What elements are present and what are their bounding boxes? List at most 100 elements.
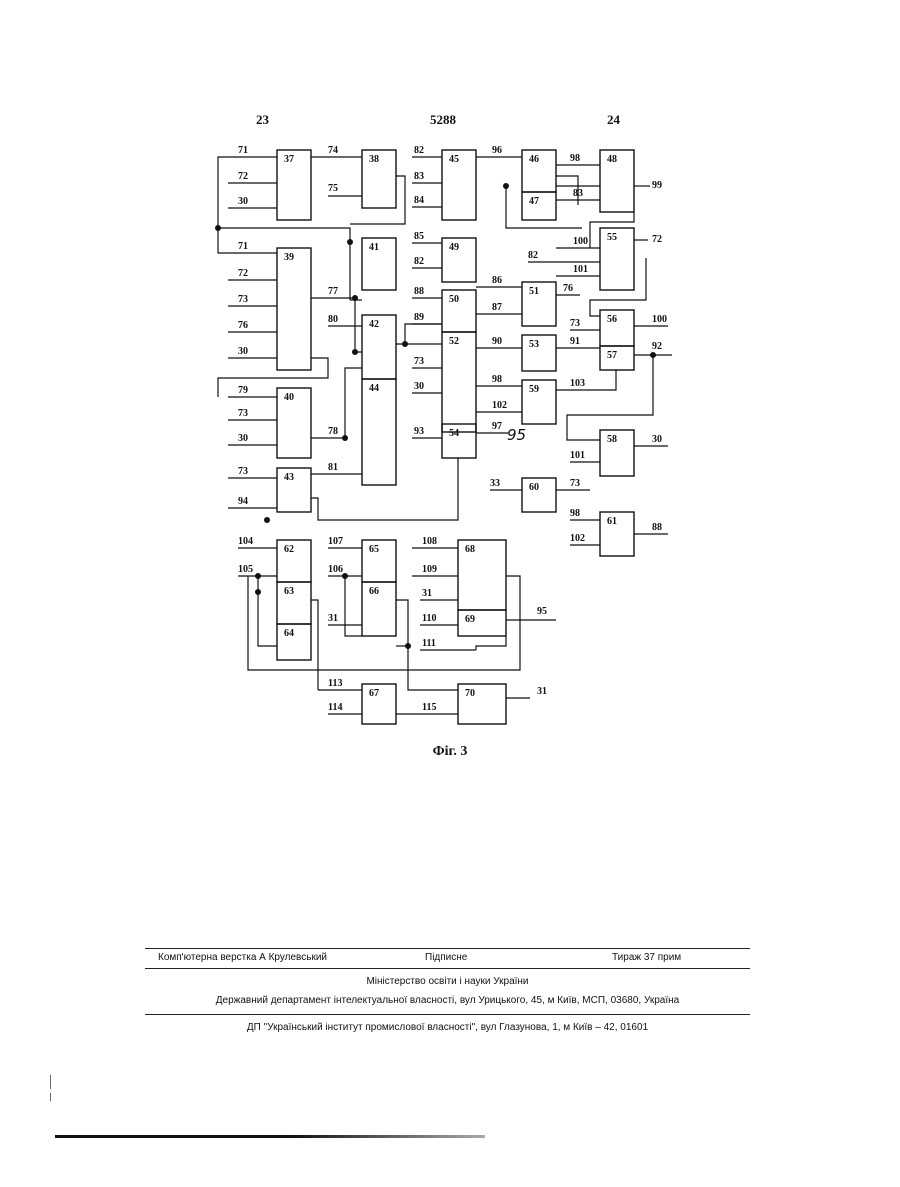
block-47-box (522, 192, 556, 220)
junction-dot (264, 517, 270, 523)
junction-dot (342, 435, 348, 441)
junction-dot (402, 341, 408, 347)
wire-label: 98 (570, 508, 580, 519)
wire-route (396, 600, 408, 646)
block-53-label: 53 (529, 339, 539, 350)
footer-composer: Комп'ютерна верстка А Крулевський (158, 952, 327, 963)
block-49-box (442, 238, 476, 282)
footer-rule-middle (145, 968, 750, 969)
wire-label: 109 (422, 564, 437, 575)
wire-route (405, 324, 442, 344)
wire-label: 92 (652, 341, 662, 352)
block-45-box (442, 150, 476, 220)
wire-label: 73 (570, 478, 580, 489)
wire-label: 76 (238, 320, 248, 331)
block-40-box (277, 388, 311, 458)
junction-dot (255, 573, 261, 579)
footer-rule-bottom (145, 1014, 750, 1015)
wire-route (218, 228, 228, 253)
handwritten-annotation: 95 (507, 426, 526, 444)
block-64-label: 64 (284, 628, 294, 639)
block-59-box (522, 380, 556, 424)
wire-route (258, 576, 277, 646)
wire-label: 108 (422, 536, 437, 547)
wire-label: 30 (414, 381, 424, 392)
block-42-box (362, 315, 396, 379)
block-39-label: 39 (284, 252, 294, 263)
wire-label: 31 (537, 686, 547, 697)
wire-label: 81 (328, 462, 338, 473)
wire-label: 101 (573, 264, 588, 275)
block-38-box (362, 150, 396, 208)
wire-label: 111 (422, 638, 436, 649)
wire-label: 89 (414, 312, 424, 323)
wire-route (476, 636, 506, 650)
wire-label: 73 (414, 356, 424, 367)
wire-label: 80 (328, 314, 338, 325)
block-59-label: 59 (529, 384, 539, 395)
footer-department: Державний департамент інтелектуальної вл… (145, 995, 750, 1006)
block-54-label: 54 (449, 428, 459, 439)
wire-route (408, 646, 458, 690)
wire-label: 31 (328, 613, 338, 624)
block-66-box (362, 582, 396, 636)
wire-route (311, 600, 318, 690)
wire-label: 110 (422, 613, 436, 624)
wire-route (567, 355, 653, 440)
wire-label: 88 (652, 522, 662, 533)
figure-caption: Фіг. 3 (0, 744, 900, 760)
wire-label: 30 (238, 433, 248, 444)
wire-label: 104 (238, 536, 253, 547)
block-49-label: 49 (449, 242, 459, 253)
wire-route (345, 576, 362, 636)
wire-label: 107 (328, 536, 343, 547)
block-57-box (600, 346, 634, 370)
block-51-label: 51 (529, 286, 539, 297)
wire-label: 87 (492, 302, 502, 313)
wire-label: 88 (414, 286, 424, 297)
block-46-box (522, 150, 556, 192)
block-39-box (277, 248, 311, 370)
block-45-label: 45 (449, 154, 459, 165)
block-50-box (442, 290, 476, 332)
wire-label: 94 (238, 496, 248, 507)
block-43-label: 43 (284, 472, 294, 483)
block-41-box (362, 238, 396, 290)
wire-label: 97 (492, 421, 502, 432)
wire-label: 101 (570, 450, 585, 461)
footer-signed: Підписне (425, 952, 467, 963)
wire-label: 72 (238, 268, 248, 279)
wire-label: 76 (563, 283, 573, 294)
wire-label: 105 (238, 564, 253, 575)
wire-label: 30 (652, 434, 662, 445)
block-52-label: 52 (449, 336, 459, 347)
wire-label: 74 (328, 145, 338, 156)
block-52-box (442, 332, 476, 432)
block-46-label: 46 (529, 154, 539, 165)
wire-label: 72 (238, 171, 248, 182)
block-63-box (277, 582, 311, 624)
block-57-label: 57 (607, 350, 617, 361)
wire-label: 73 (238, 294, 248, 305)
block-56-label: 56 (607, 314, 617, 325)
wire-route (350, 176, 405, 224)
block-53-box (522, 335, 556, 371)
wire-label: 82 (414, 256, 424, 267)
block-48-box (600, 150, 634, 212)
block-60-box (522, 478, 556, 512)
wire-label: 114 (328, 702, 342, 713)
block-37-label: 37 (284, 154, 294, 165)
wire-label: 98 (492, 374, 502, 385)
wire-label: 79 (238, 385, 248, 396)
block-61-label: 61 (607, 516, 617, 527)
wire-label: 78 (328, 426, 338, 437)
block-65-label: 65 (369, 544, 379, 555)
wire-label: 98 (570, 153, 580, 164)
block-66-label: 66 (369, 586, 379, 597)
wire-label: 103 (570, 378, 585, 389)
junction-dot (405, 643, 411, 649)
wire-label: 115 (422, 702, 436, 713)
block-41-label: 41 (369, 242, 379, 253)
block-40-label: 40 (284, 392, 294, 403)
